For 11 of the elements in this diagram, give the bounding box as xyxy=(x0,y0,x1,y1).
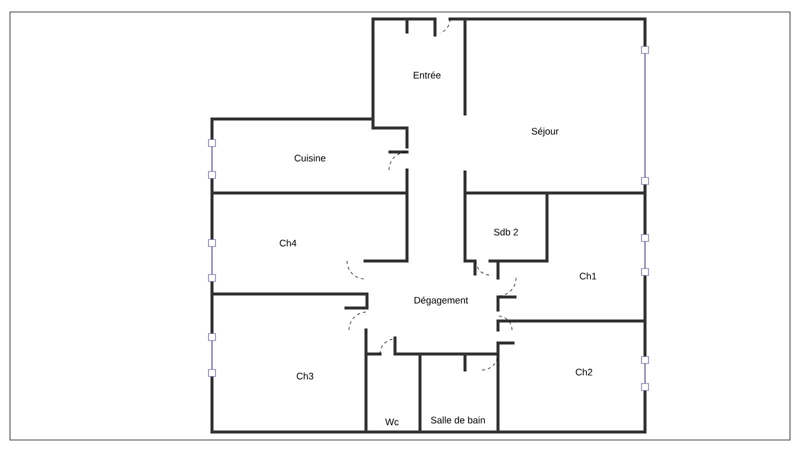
room-label: Wc xyxy=(385,418,399,426)
room-label: Dégagement xyxy=(414,296,468,306)
room-label: Ch3 xyxy=(296,372,314,380)
room-label: Entrée xyxy=(414,71,441,79)
room-label: Ch4 xyxy=(280,240,296,246)
room-label: Ch2 xyxy=(576,368,592,376)
room-label: Sdb 2 xyxy=(494,228,518,236)
room-label: Séjour xyxy=(532,128,559,136)
room-label: Cuisine xyxy=(294,154,326,162)
room-label: Ch1 xyxy=(580,272,596,280)
room-label: Salle de bain xyxy=(430,416,485,424)
